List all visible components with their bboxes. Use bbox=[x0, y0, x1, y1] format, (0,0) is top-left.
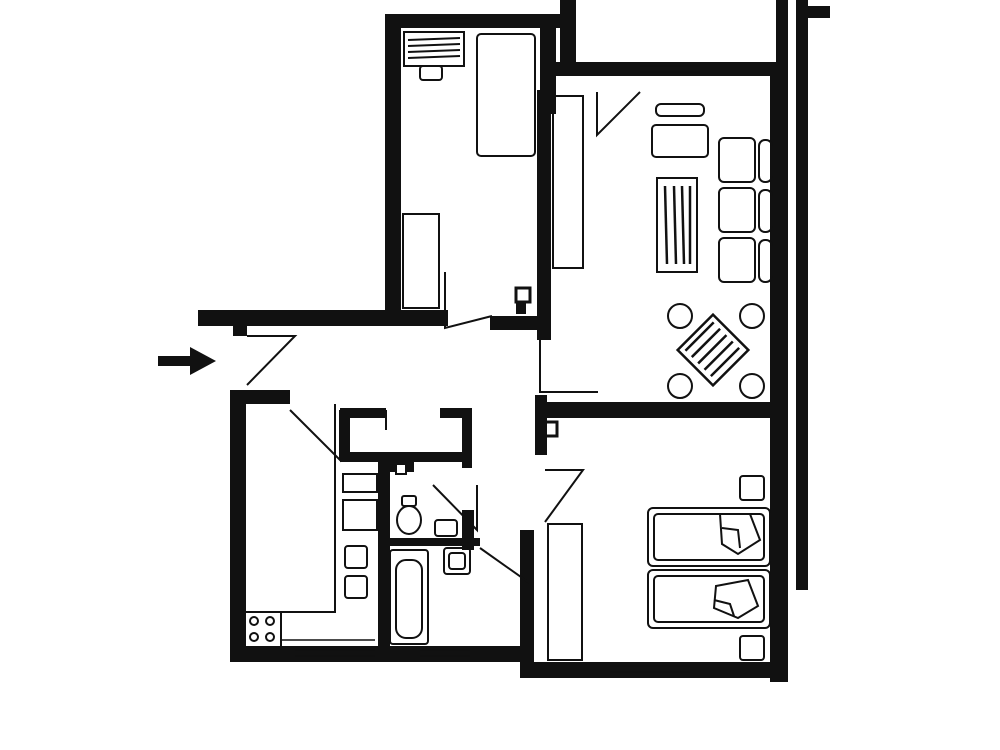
bathroom-furniture bbox=[389, 495, 471, 645]
desk-hatch bbox=[407, 37, 461, 59]
sideboard-icon bbox=[552, 95, 584, 269]
living-room-furniture bbox=[552, 95, 773, 399]
washing-machine-icon bbox=[443, 547, 471, 575]
dining-table-icon bbox=[675, 312, 751, 388]
double-bed-icon bbox=[647, 507, 771, 629]
kitchen-furniture bbox=[242, 404, 378, 649]
nightstand-icon bbox=[739, 475, 765, 501]
windows bbox=[295, 17, 700, 673]
chair-icon bbox=[419, 65, 443, 81]
columns bbox=[395, 286, 559, 475]
nightstand-icon bbox=[739, 635, 765, 661]
sink-icon bbox=[434, 519, 458, 537]
master-bedroom-furniture bbox=[547, 475, 771, 661]
entrance-arrow-icon bbox=[158, 347, 216, 375]
sofa-icon bbox=[718, 137, 773, 283]
bedroom-small-furniture bbox=[402, 31, 536, 309]
wardrobe-icon bbox=[547, 523, 583, 661]
bed-icon bbox=[476, 33, 536, 157]
toilet-icon bbox=[396, 495, 422, 535]
door-swings bbox=[246, 91, 641, 584]
stove-icon bbox=[242, 611, 282, 649]
dining-chairs-icon bbox=[667, 303, 765, 399]
bathtub-icon bbox=[389, 549, 429, 645]
wardrobe-icon bbox=[402, 213, 440, 309]
